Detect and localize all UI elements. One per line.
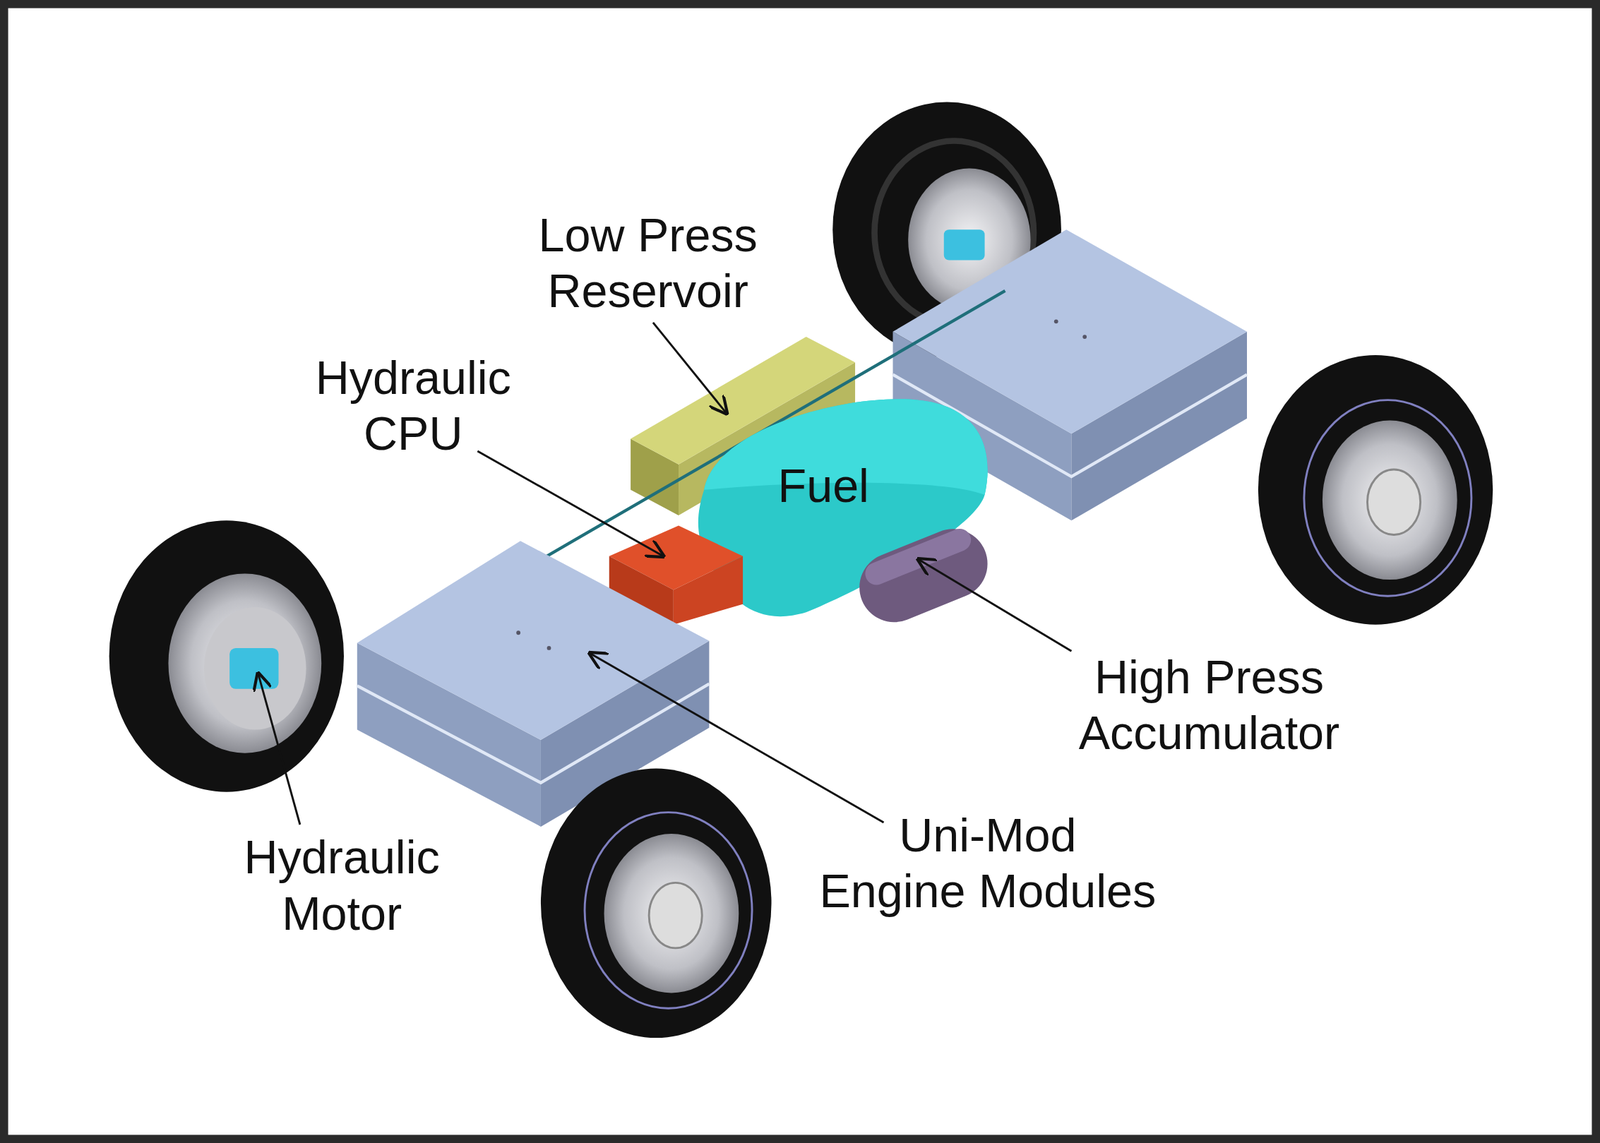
tank-label: Fuel — [778, 458, 870, 516]
part-label: Uni-Mod Engine Modules — [809, 807, 1167, 920]
leader-lines — [258, 322, 1072, 825]
part-label: Hydraulic CPU — [290, 350, 536, 463]
background — [8, 8, 1593, 1136]
part-label-text: Hydraulic CPU — [290, 350, 536, 463]
high-press-accumulator — [848, 518, 998, 634]
wheel — [540, 768, 772, 1038]
hydraulic-motor — [229, 648, 279, 690]
part-label: Hydraulic Motor — [224, 829, 459, 942]
part-label-text: Hydraulic Motor — [224, 829, 459, 942]
part-label: Low Press Reservoir — [494, 206, 802, 320]
part-label-text: Low Press Reservoir — [494, 206, 802, 320]
wheel — [109, 520, 344, 793]
wheel — [1258, 355, 1493, 625]
tank-label-area: Fuel — [771, 454, 876, 519]
part-label-text: High Press Accumulator — [1061, 648, 1358, 762]
part-label: High Press Accumulator — [1061, 648, 1358, 762]
part-label-text: Uni-Mod Engine Modules — [809, 807, 1167, 920]
hydraulic-line — [467, 290, 1006, 603]
